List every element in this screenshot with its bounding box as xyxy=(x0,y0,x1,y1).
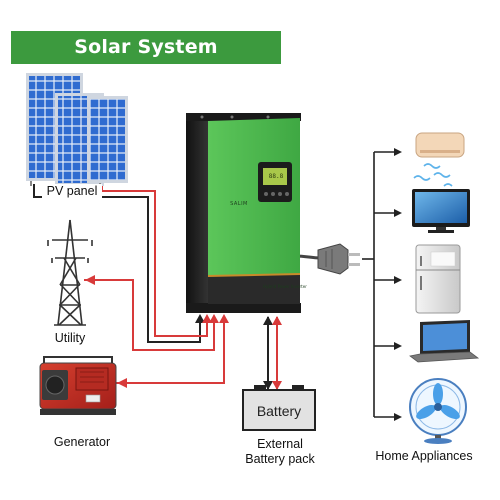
battery-down-arrow-black xyxy=(263,381,273,390)
appliance-bus xyxy=(362,151,398,418)
battery-up-arrow-black xyxy=(263,316,273,325)
inverter-model: Hybrid Power Inverter xyxy=(263,284,307,289)
refrigerator-icon xyxy=(415,244,461,314)
pv-red-arrow xyxy=(202,314,212,323)
ac-plug-icon xyxy=(317,243,360,275)
battery-label: Battery xyxy=(256,403,302,419)
air-conditioner-icon xyxy=(413,132,465,187)
inverter-top-plate xyxy=(186,113,301,121)
laptop-icon xyxy=(409,320,480,363)
home-appliances-label: Home Appliances xyxy=(375,449,473,463)
utility-tower-icon xyxy=(47,219,93,326)
generator-arrow xyxy=(117,378,127,388)
pv-black-wire xyxy=(33,184,201,343)
appliance-arrows xyxy=(394,148,402,421)
generator-red-wire xyxy=(116,317,225,384)
battery-down-arrow-red xyxy=(272,381,282,390)
external-battery-label-line2: Battery pack xyxy=(245,452,315,466)
battery-icon xyxy=(242,385,316,431)
inverter-bottom-plate xyxy=(186,303,301,313)
inverter-front-lower xyxy=(208,274,300,304)
inverter-side xyxy=(186,114,208,312)
pv-black-arrow xyxy=(195,314,205,323)
utility-red-wire xyxy=(84,279,215,351)
tv-icon xyxy=(412,189,470,233)
lcd-screen xyxy=(263,168,287,185)
battery-up-arrow-red xyxy=(272,316,282,325)
gen-inv-arrow xyxy=(219,314,229,323)
inverter-brand: SALIM xyxy=(230,201,248,207)
wires xyxy=(33,184,322,389)
external-battery-label-line1: External xyxy=(257,437,303,451)
arrowheads xyxy=(85,275,282,390)
page-title: Solar System Connection xyxy=(11,31,281,91)
lcd-readout: 88.8 xyxy=(268,173,284,180)
inverter-unit xyxy=(186,113,301,313)
generator-label: Generator xyxy=(53,435,111,449)
pv-red-wire xyxy=(101,184,208,337)
pv-panel-label: PV panel xyxy=(42,184,102,198)
solar-panel-front xyxy=(87,96,128,188)
generator-icon xyxy=(39,356,117,415)
utility-arrow xyxy=(85,275,95,285)
utility-inv-arrow xyxy=(209,314,219,323)
solar-panels xyxy=(26,73,128,188)
fan-icon xyxy=(409,378,467,444)
utility-label: Utility xyxy=(54,331,86,345)
